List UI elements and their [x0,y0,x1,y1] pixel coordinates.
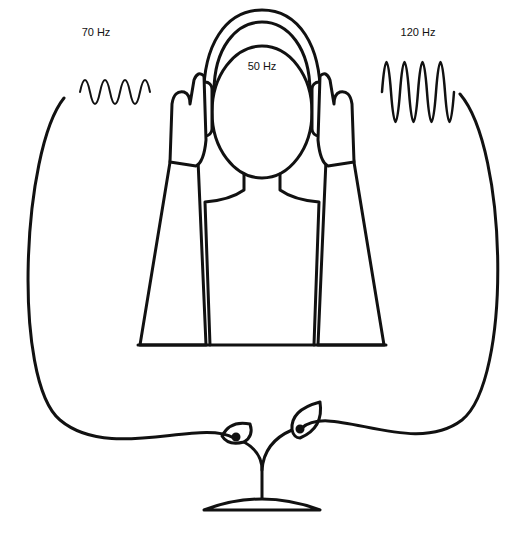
wave [382,62,454,122]
ground [204,499,320,510]
frequency-label: 70 Hz [80,26,113,38]
wave [80,80,150,104]
bottom-line [138,344,386,347]
torso [205,174,244,345]
stem [262,430,292,470]
frequency-label: 50 Hz [246,60,279,72]
stem [244,442,262,498]
leaf [222,423,251,443]
frequency-label: 120 Hz [399,26,438,38]
arm [318,150,384,345]
hand [318,74,354,166]
wire-dot [297,426,303,432]
arm [140,150,206,345]
wire-dot [233,434,239,440]
torso [280,174,319,345]
head [212,46,312,178]
hand [170,74,206,166]
leaf [292,402,321,438]
